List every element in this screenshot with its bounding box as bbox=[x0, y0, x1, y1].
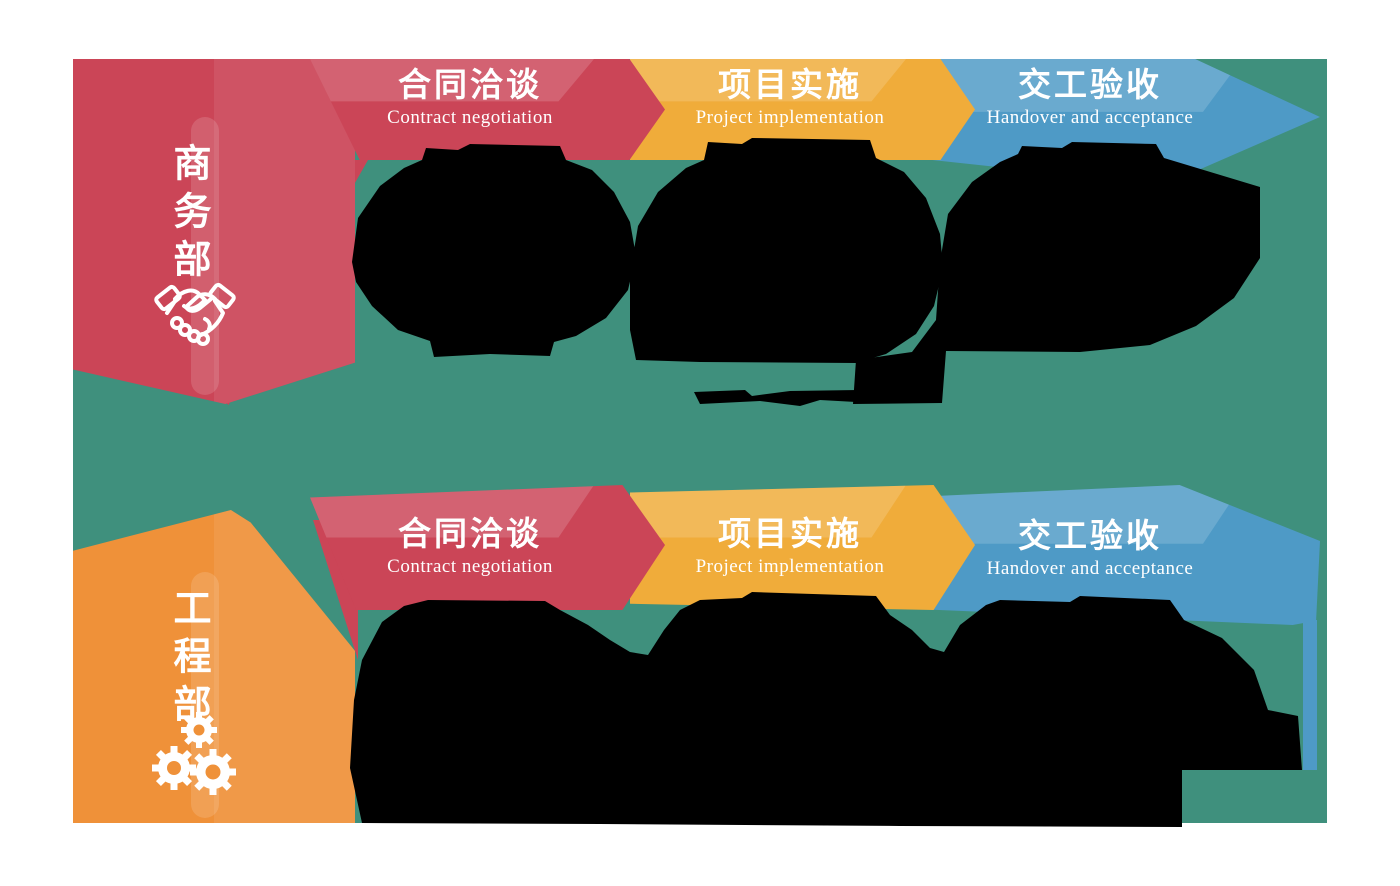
banner-shine bbox=[310, 59, 594, 102]
banner-project-implementation-bottom: 项目实施 Project implementation bbox=[630, 485, 975, 610]
banner-shine bbox=[930, 59, 1242, 112]
banner-shine bbox=[630, 485, 906, 538]
banner-contract-negotiation-bottom: 合同洽谈 Contract negotiation bbox=[310, 485, 665, 610]
stage-subtitle: Project implementation bbox=[695, 106, 885, 128]
stage-title: 项目实施 bbox=[718, 66, 862, 103]
panel-ribbon bbox=[191, 117, 219, 395]
stage-subtitle: Handover and acceptance bbox=[986, 557, 1194, 579]
stage-title: 合同洽谈 bbox=[398, 515, 542, 552]
banner-contract-negotiation-top: 合同洽谈 Contract negotiation bbox=[310, 59, 665, 160]
panel-business-department: 商务部 bbox=[73, 59, 355, 404]
stage-subtitle: Handover and acceptance bbox=[986, 106, 1194, 128]
engineering-department-label: 工程部 bbox=[167, 588, 209, 732]
banner-project-implementation-top: 项目实施 Project implementation bbox=[630, 59, 975, 160]
stage-subtitle: Contract negotiation bbox=[387, 106, 553, 128]
banner-shine bbox=[630, 59, 906, 102]
banner-shine bbox=[930, 485, 1242, 544]
stage-title: 合同洽谈 bbox=[398, 66, 542, 103]
business-department-label: 商务部 bbox=[167, 143, 209, 287]
stage-title: 交工验收 bbox=[1018, 517, 1162, 554]
connector-blue-tail bbox=[1303, 620, 1317, 770]
gears-icon bbox=[147, 706, 243, 810]
handshake-icon bbox=[153, 275, 237, 351]
stage-title: 项目实施 bbox=[718, 515, 862, 552]
panel-highlight bbox=[214, 59, 355, 404]
stage-subtitle: Contract negotiation bbox=[387, 555, 553, 577]
stage-subtitle: Project implementation bbox=[695, 555, 885, 577]
stage-title: 交工验收 bbox=[1018, 66, 1162, 103]
